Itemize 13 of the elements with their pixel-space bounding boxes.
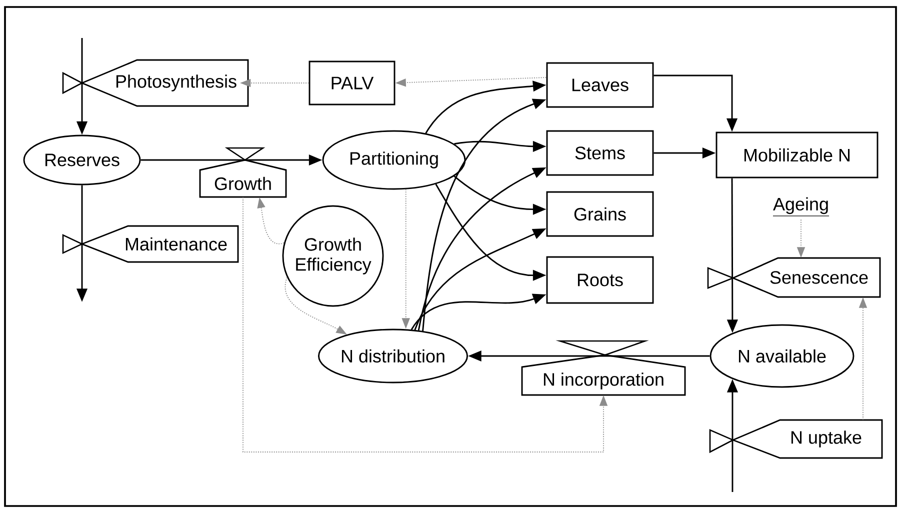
process-box: Mobilizable N: [716, 132, 878, 178]
valve-label: Growth: [199, 147, 287, 198]
process-box: Stems: [546, 130, 654, 176]
process-box: PALV: [308, 60, 396, 106]
valve-label: N uptake: [709, 419, 883, 459]
process-box: Grains: [546, 191, 654, 237]
valve-label: Maintenance: [62, 225, 239, 263]
valve-label: Senescence: [707, 257, 881, 298]
valve-label: Photosynthesis: [62, 59, 249, 107]
valve-label: N incorporation: [521, 340, 686, 396]
process-box: Leaves: [546, 62, 654, 108]
process-box: Roots: [546, 256, 654, 304]
underlined-label: Ageing: [772, 197, 830, 216]
